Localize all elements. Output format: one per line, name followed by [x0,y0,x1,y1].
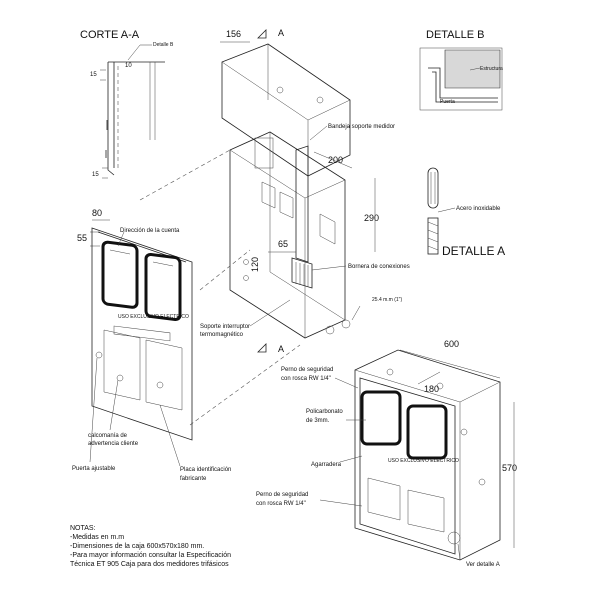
front-view: 80 55 USO EXCLUSIVO ELECTRICO Dirección … [72,208,231,482]
exploded-dim-65: 65 [278,239,288,249]
ver-detalle-a-label: Ver detalle A [466,562,500,568]
exploded-dim-156: 156 [226,29,241,39]
notes-line: -Medidas en m.m [70,534,125,541]
agarradera-label: Agarradera [311,462,342,468]
soporte-label-2: termomagnético [200,332,244,338]
exploded-view: 156 A Bandeja soporte medidor 200 290 65… [139,28,410,426]
front-plate-text: USO EXCLUSIVO ELECTRICO [118,314,189,320]
iso-dim-570: 570 [502,463,517,473]
direccion-label: Dirección de la cuenta [120,228,180,234]
puerta-ajustable-label: Puerta ajustable [72,466,116,472]
corte-title: CORTE A-A [80,29,140,41]
notes-block: NOTAS: -Medidas en m.m -Dimensiones de l… [70,524,330,569]
exploded-dim-254: 25.4 m.m (1") [372,297,402,303]
placa-label-2: fabricante [180,476,207,482]
notes-line: -Dimensiones de la caja 600x570x180 mm. [70,543,205,550]
section-marker-bottom: A [278,344,284,354]
perno1-label-2: con rosca RW 1/4" [281,376,331,382]
iso-plate-text: USO EXCLUSIVO ELECTRICO [388,458,459,464]
detalle-b-estructura: Estructura [480,66,503,72]
corte-detalle-b-ref: Detalle B [153,42,174,48]
front-dim-80: 80 [92,208,102,218]
corte-a-a-view: CORTE A-A Detalle B 10 15 15 [80,29,174,179]
perno2-label-2: con rosca RW 1/4" [256,501,306,507]
perno2-label-1: Perno de seguridad [256,492,308,498]
bornera-label: Bornera de conexiones [348,264,410,270]
detalle-a-acero: Acero inoxidable [456,206,501,212]
poli-label-1: Policarbonato [306,409,343,415]
section-marker-top: A [278,28,284,38]
front-dim-55: 55 [77,233,87,243]
iso-dim-180: 180 [424,384,439,394]
notes-line: -Para mayor información consultar la Esp… [70,552,232,559]
detalle-a-title: DETALLE A [442,244,505,258]
corte-dim-15-bottom: 15 [92,172,99,178]
detalle-b-view: DETALLE B Estructura Puerta [419,29,503,111]
calco-label-2: advertencia cliente [88,441,139,447]
exploded-dim-290: 290 [364,213,379,223]
detalle-a-view: Acero inoxidable DETALLE A [427,167,505,258]
detalle-b-title: DETALLE B [426,29,485,41]
iso-dim-600: 600 [444,339,459,349]
notes-line: Técnica ET 905 Caja para dos medidores t… [70,561,229,568]
iso-view: 600 180 570 USO EXCLUSIVO ELECTRICO Pern… [256,339,517,568]
perno1-label-1: Perno de seguridad [281,367,333,373]
bandeja-label: Bandeja soporte medidor [328,124,395,130]
detalle-b-puerta: Puerta [440,99,455,105]
exploded-dim-120: 120 [250,257,260,272]
soporte-label-1: Soporte interruptor [200,324,250,330]
poli-label-2: de 3mm. [306,418,330,424]
corte-dim-15-top: 15 [90,72,97,78]
corte-dim-10: 10 [125,63,132,69]
calco-label-1: calcomanía de [88,433,128,439]
notes-line: NOTAS: [70,525,96,532]
placa-label-1: Placa identificación [180,467,231,473]
exploded-dim-200: 200 [328,155,343,165]
